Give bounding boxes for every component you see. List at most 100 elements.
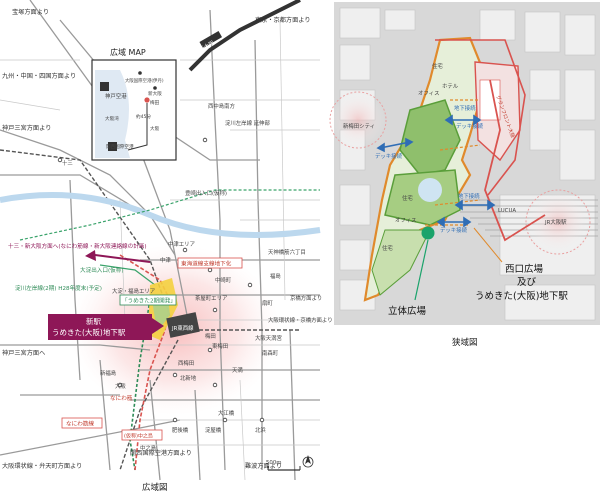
shin-osaka-marker — [199, 31, 223, 49]
label-jr-tozai: 天満 — [232, 367, 243, 374]
new-station-box — [48, 314, 152, 340]
ramp-arrowhead — [85, 250, 96, 261]
north-arrow — [302, 455, 314, 468]
new-station-pointer — [152, 318, 164, 334]
label-underground: 東海道線支線地下化 — [181, 260, 232, 268]
label-itami: 大阪国際空港(伊丹) — [125, 77, 164, 84]
direction-labels: 宝塚方面より 東京・京都方面より 九州・中国・四国方面より 神戸三宮方面より 神… — [2, 8, 311, 470]
label-nishi-umeda: 西梅田 — [178, 359, 194, 367]
label-juso: 十三 — [62, 159, 73, 167]
label-kanjo-kyobashi: 大阪環状線・京橋方面より — [268, 316, 333, 324]
area-red-route — [484, 79, 546, 242]
shinkansen-line — [188, 0, 301, 72]
jr-osaka-halo — [525, 189, 591, 255]
yodo-river — [0, 192, 321, 238]
label-higobashi: 肥後橋 — [172, 426, 189, 434]
label-tenmangu: 大阪天満宮 — [255, 334, 282, 342]
label-nakazakicho: 中崎町 — [215, 276, 232, 284]
area-red-route-2 — [435, 39, 526, 196]
label-ogimachi: 扇町 — [262, 299, 273, 307]
underground-callout: 東海道線支線地下化 — [177, 257, 243, 269]
green-connector — [99, 264, 156, 286]
label-kitahama: 北浜 — [255, 426, 266, 434]
label-minamimorimachi: 南森町 — [262, 349, 279, 357]
naniwa-box — [61, 417, 103, 429]
label-residence-1: 住宅 — [432, 62, 443, 70]
label-inset-shin-osaka: 新大阪 — [148, 90, 162, 97]
label-area-jr-osaka: JR大阪駅 — [544, 218, 567, 226]
label-kobe-airport: 神戸空港 — [105, 92, 127, 100]
inset-route — [127, 103, 148, 151]
label-umeda: 梅田 — [205, 332, 216, 340]
label-from-takarazuka: 宝塚方面より — [12, 8, 49, 16]
label-office-2: オフィス — [395, 217, 416, 224]
label-jr-osaka: JR東西線 — [171, 324, 194, 332]
label-from-namba: 難波方面より — [245, 462, 282, 470]
phase2-box — [119, 294, 177, 306]
label-higashi-umeda: 東梅田 — [212, 342, 228, 350]
label-umekita-station: うめきた(大阪)地下駅 — [52, 327, 126, 337]
label-underground-conn-1: 地下接続 — [454, 104, 476, 112]
label-deck-conn-3: デッキ接続 — [440, 226, 468, 234]
place-labels: 西中島南方 淀川左岸線 延伸部 豊崎出入口(仮称) 淀川左岸線(2期) H28年… — [15, 102, 333, 452]
label-inset-osaka: 大阪 — [150, 125, 160, 132]
new-station-callout: 新駅 うめきた(大阪)地下駅 — [48, 314, 164, 340]
callout-and: 及び — [517, 277, 537, 288]
label-office-1: オフィス — [418, 90, 439, 97]
label-from-kobe-sannomiya: 神戸三宮方面より — [2, 124, 51, 132]
label-deck-conn-1: デッキ接続 — [456, 122, 484, 130]
label-yodoyabashi: 淀屋橋 — [205, 426, 222, 434]
label-kitashinchi: 北新地 — [180, 374, 197, 382]
inset-map: 広域 MAP 神戸空港 大阪国際空港(伊丹) 新大阪 大阪湾 梅田 約45分 関… — [91, 47, 177, 161]
plaza-leader — [414, 239, 429, 301]
inset-title: 広域 MAP — [110, 47, 146, 57]
label-from-tokyo-kyoto: 東京・京都方面より — [255, 16, 311, 24]
ramp-arrow-line — [94, 254, 151, 263]
label-from-kyushu: 九州・中国・四国方面より — [2, 72, 76, 80]
label-phase2: 「うめきた2期開発」 — [122, 297, 176, 305]
underground-box — [177, 257, 243, 269]
callout-west-plaza: 西口広場 — [505, 263, 544, 275]
nakanoshima-box — [121, 429, 163, 441]
label-residence-2: 住宅 — [382, 244, 393, 252]
label-nakanoshima-station: (仮称)中之島 — [124, 433, 153, 440]
label-underground-conn-2: 地下接続 — [458, 192, 480, 200]
naniwa-callouts: なにわ筋線 (仮称)中之島 — [61, 417, 163, 441]
kix-icon — [108, 142, 117, 151]
label-from-kyobashi: 京橋方面より — [290, 294, 322, 302]
shin-umeda-halo — [329, 91, 387, 149]
deck-links — [425, 99, 481, 226]
jr-osaka-block — [166, 312, 200, 338]
label-lucua: LUCUA — [498, 208, 516, 214]
scale-label: 500m — [266, 460, 282, 466]
pond — [418, 178, 442, 202]
label-toyosaki-ramp: 豊崎出入口(仮称) — [185, 189, 227, 197]
label-tenjinbashi: 天神橋筋六丁目 — [268, 248, 306, 256]
label-from-bentencho: 大阪環状線・弁天町方面より — [2, 462, 82, 470]
label-fukushima: 新福島 — [100, 369, 117, 377]
label-nakanoshima: 中之島 — [140, 444, 157, 452]
label-hotel: ホテル — [442, 83, 459, 90]
label-nishinakajima: 西中島南方 — [208, 102, 236, 110]
label-shinfukushima: 大阪 — [115, 382, 126, 390]
label-chayamachi-area: 茶屋町エリア — [195, 294, 227, 302]
callout-plaza: 立体広場 — [388, 305, 427, 317]
label-yodo-phase2: 淀川左岸線(2期) H28年度末(予定) — [15, 284, 102, 292]
label-kix: 関西国際空港 — [106, 143, 134, 150]
kobe-airport-icon — [100, 82, 109, 91]
area-buildings — [339, 7, 596, 321]
shin-osaka-inset — [153, 86, 157, 90]
wide-map: 新大阪 JR東西線 広域 MAP — [0, 0, 333, 493]
connection-arrows — [376, 114, 496, 228]
label-nakatsu: 中津 — [160, 256, 171, 264]
label-oebashi: 大江橋 — [218, 409, 235, 417]
umeda-inset-dot — [144, 97, 150, 103]
west-plaza-leader — [473, 227, 503, 263]
wide-map-caption: 広域図 — [142, 482, 168, 493]
green-zone-north — [399, 99, 461, 176]
area-map-caption: 狭域図 — [452, 337, 478, 348]
label-shin-umeda-city: 新梅田シティ — [343, 122, 375, 130]
label-inset-umeda: 梅田 — [150, 99, 160, 106]
